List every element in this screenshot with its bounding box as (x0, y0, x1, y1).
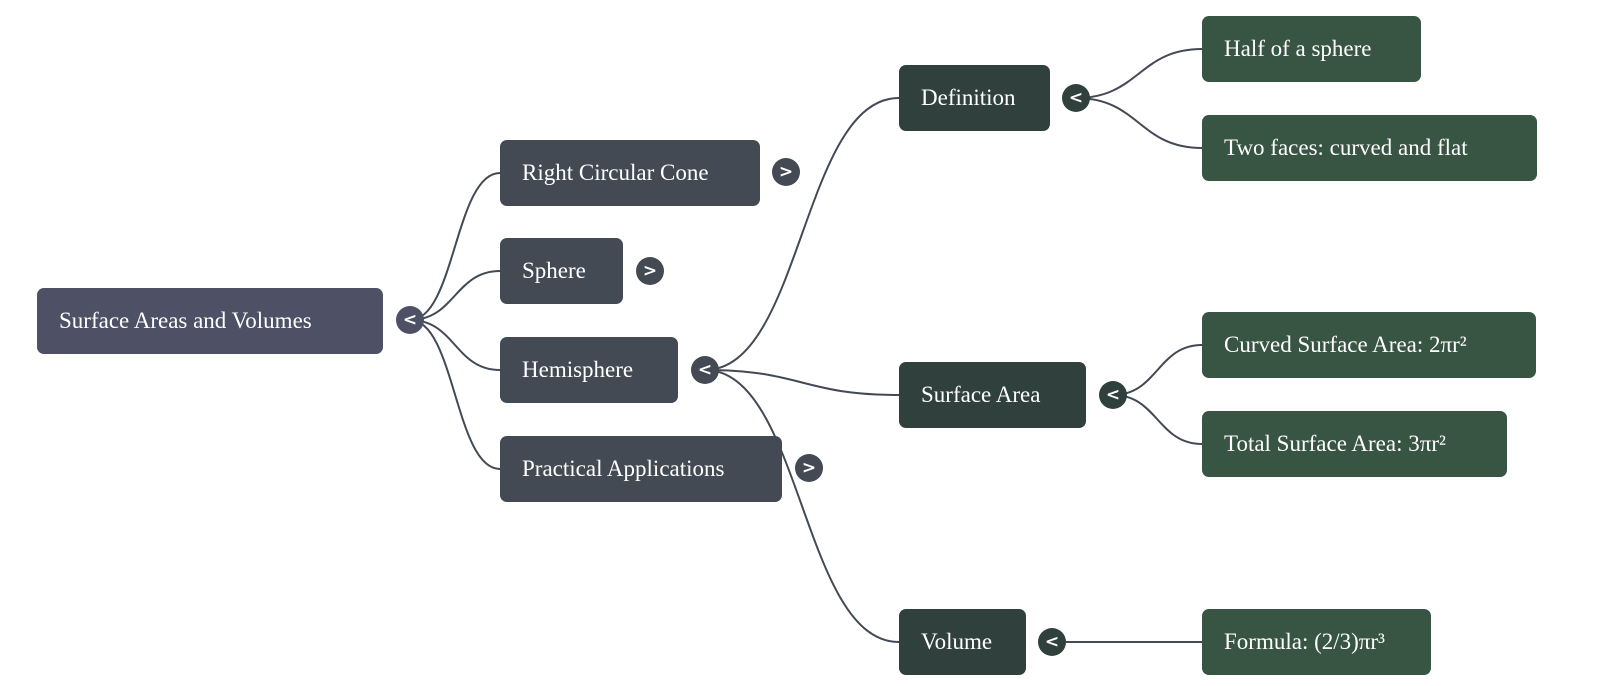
node-definition[interactable]: Definition (899, 65, 1050, 131)
node-label: Two faces: curved and flat (1224, 135, 1468, 160)
node-label: Practical Applications (522, 456, 725, 481)
node-right-circular-cone[interactable]: Right Circular Cone (500, 140, 760, 206)
edge-root-to-l1-0 (409, 172, 501, 321)
root-node[interactable]: Surface Areas and Volumes (37, 288, 383, 354)
node-label: Sphere (522, 258, 586, 283)
node-label: Half of a sphere (1224, 36, 1372, 61)
collapse-toggle-definition[interactable]: < (1062, 84, 1090, 112)
node-label: Volume (921, 629, 993, 654)
expand-toggle-practical-applications[interactable]: > (795, 454, 823, 482)
node-practical-applications[interactable]: Practical Applications (500, 436, 782, 502)
collapse-toggle-surface-area[interactable]: < (1099, 381, 1127, 409)
node-hemisphere[interactable]: Hemisphere (500, 337, 678, 403)
root-collapse-toggle[interactable]: < (396, 306, 424, 334)
expand-toggle-sphere[interactable]: > (636, 257, 664, 285)
node-volume[interactable]: Volume (899, 609, 1026, 675)
node-label: Curved Surface Area: 2πr² (1224, 332, 1467, 357)
edge-definition-to-l3-0 (1075, 48, 1203, 99)
collapse-toggle-volume[interactable]: < (1038, 628, 1066, 656)
node-sphere[interactable]: Sphere (500, 238, 623, 304)
node-total-surface-area[interactable]: Total Surface Area: 3πr² (1202, 411, 1507, 477)
node-two-faces[interactable]: Two faces: curved and flat (1202, 115, 1537, 181)
node-label: Total Surface Area: 3πr² (1224, 431, 1446, 456)
edge-hemisphere-to-l2-0 (704, 97, 900, 371)
edge-surface-area-to-l3-3 (1112, 394, 1203, 445)
node-label: Hemisphere (522, 357, 634, 382)
node-label: Definition (921, 85, 1016, 110)
node-volume-formula[interactable]: Formula: (2/3)πr³ (1202, 609, 1431, 675)
node-label: Right Circular Cone (522, 160, 709, 185)
edge-hemisphere-to-l2-1 (704, 369, 900, 396)
collapse-toggle-hemisphere[interactable]: < (691, 356, 719, 384)
expand-toggle-right-circular-cone[interactable]: > (772, 158, 800, 186)
node-curved-surface-area[interactable]: Curved Surface Area: 2πr² (1202, 312, 1536, 378)
edge-hemisphere-to-l2-2 (704, 369, 900, 643)
edge-surface-area-to-l3-2 (1112, 344, 1203, 396)
edge-definition-to-l3-1 (1075, 97, 1203, 149)
edge-root-to-l1-1 (409, 270, 501, 321)
node-surface-area[interactable]: Surface Area (899, 362, 1086, 428)
edge-root-to-l1-2 (409, 319, 501, 371)
edge-root-to-l1-3 (409, 319, 501, 470)
node-label: Surface Area (921, 382, 1041, 407)
root-label: Surface Areas and Volumes (59, 308, 312, 333)
node-label: Formula: (2/3)πr³ (1224, 629, 1385, 654)
node-half-of-a-sphere[interactable]: Half of a sphere (1202, 16, 1421, 82)
